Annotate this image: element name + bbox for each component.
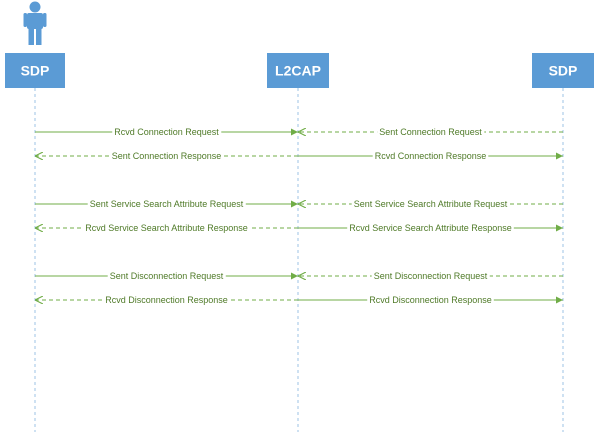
message-arrow: Sent Disconnection Request xyxy=(35,271,298,281)
participant-label: SDP xyxy=(549,63,578,79)
message-label-bg xyxy=(371,271,490,281)
message-label: Sent Service Search Attribute Request xyxy=(354,199,508,209)
participant-sdp-left[interactable]: SDP xyxy=(5,53,65,88)
message-label-bg xyxy=(351,199,510,209)
message-arrow: Sent Connection Response xyxy=(35,151,298,161)
message-label-bg xyxy=(83,223,250,233)
message-arrow: Sent Connection Request xyxy=(298,127,563,137)
participant-label: SDP xyxy=(21,63,50,79)
message-arrow: Rcvd Service Search Attribute Response xyxy=(298,223,563,233)
message-arrow: Rcvd Disconnection Response xyxy=(298,295,563,305)
message-label-bg xyxy=(87,199,246,209)
actor-icon xyxy=(23,1,47,45)
message-label: Rcvd Disconnection Response xyxy=(105,295,228,305)
message-arrow: Sent Service Search Attribute Request xyxy=(35,199,298,209)
message-label-bg xyxy=(103,295,230,305)
participant-label: L2CAP xyxy=(275,63,321,79)
message-label: Sent Connection Request xyxy=(379,127,482,137)
message-label: Rcvd Connection Request xyxy=(114,127,219,137)
participant-l2cap[interactable]: L2CAP xyxy=(267,53,329,88)
message-arrow: Rcvd Connection Response xyxy=(298,151,563,161)
message-label: Sent Service Search Attribute Request xyxy=(90,199,244,209)
message-label-bg xyxy=(347,223,514,233)
participant-sdp-right[interactable]: SDP xyxy=(532,53,594,88)
message-label-bg xyxy=(367,295,494,305)
message-label-bg xyxy=(377,127,485,137)
message-label: Rcvd Connection Response xyxy=(375,151,487,161)
message-arrow: Sent Disconnection Request xyxy=(298,271,563,281)
message-label-bg xyxy=(107,271,226,281)
message-arrow: Rcvd Disconnection Response xyxy=(35,295,298,305)
message-label: Rcvd Service Search Attribute Response xyxy=(85,223,248,233)
message-label: Sent Connection Response xyxy=(112,151,222,161)
message-arrow: Rcvd Connection Request xyxy=(35,127,298,137)
message-label-bg xyxy=(372,151,489,161)
message-label-bg xyxy=(109,151,224,161)
message-label: Sent Disconnection Request xyxy=(374,271,488,281)
message-label: Rcvd Disconnection Response xyxy=(369,295,492,305)
message-label-bg xyxy=(112,127,222,137)
message-label: Sent Disconnection Request xyxy=(110,271,224,281)
message-arrow: Rcvd Service Search Attribute Response xyxy=(35,223,298,233)
message-arrow: Sent Service Search Attribute Request xyxy=(298,199,563,209)
message-label: Rcvd Service Search Attribute Response xyxy=(349,223,512,233)
